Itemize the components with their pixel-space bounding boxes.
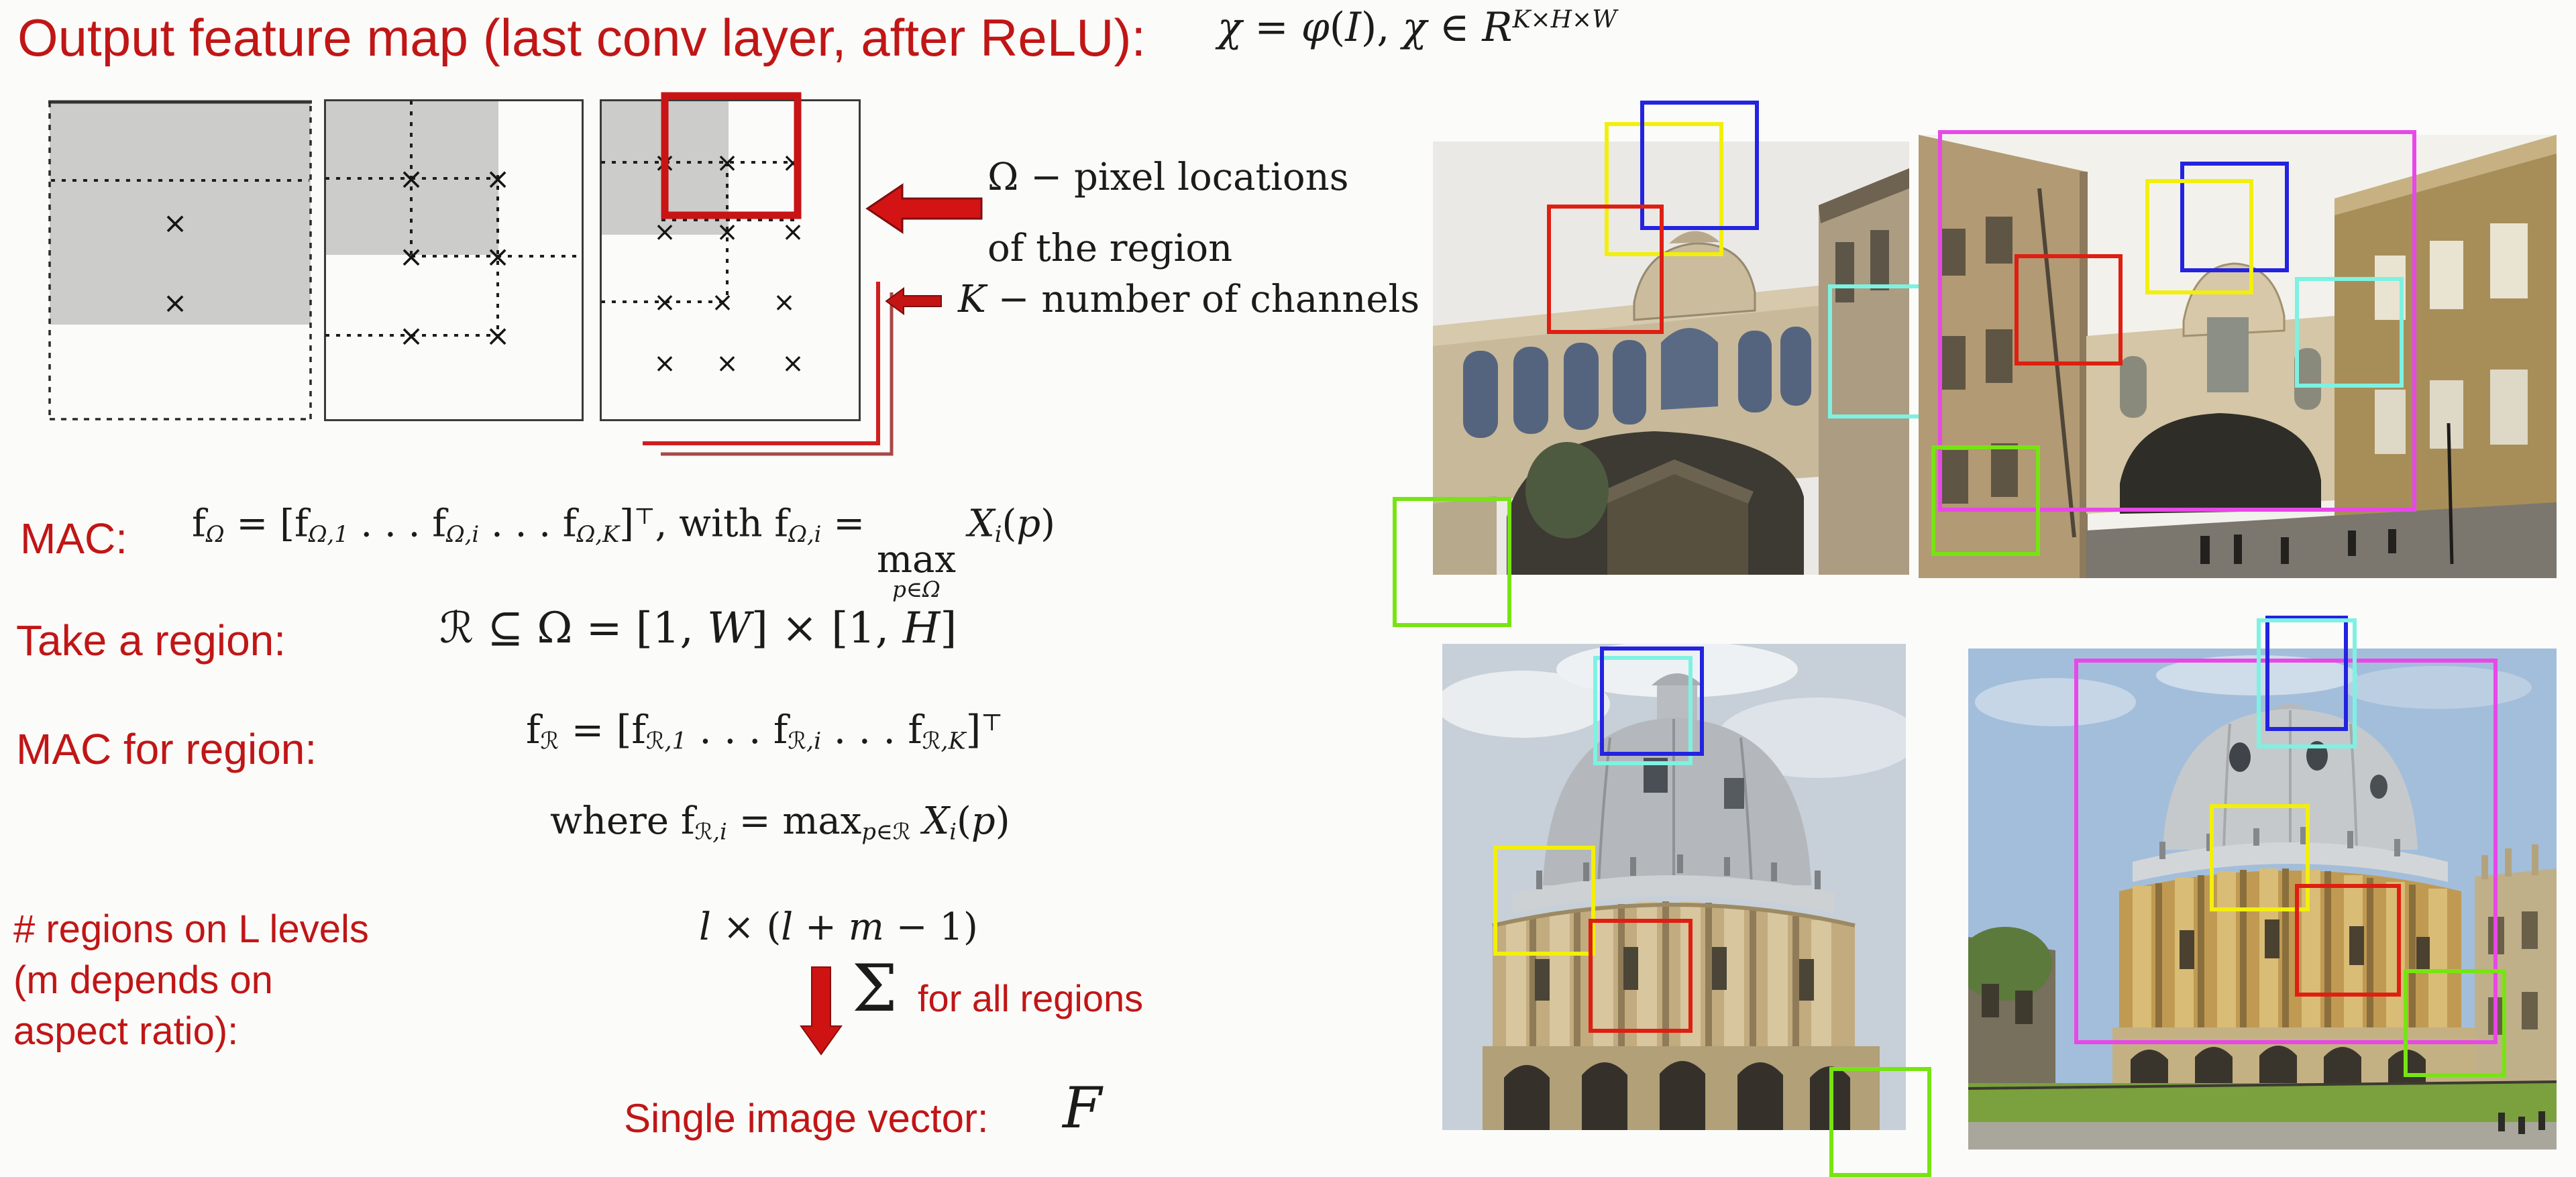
bridge-crop-region-boxes	[1392, 100, 1945, 627]
omega-region-highlight	[661, 92, 802, 219]
region-box-red	[1588, 918, 1693, 1033]
mac-for-region-formula-line1: fℛ = [fℛ,1 . . . fℛ,i . . . fℛ,K]⊤	[526, 707, 1003, 755]
svg-text:×: ×	[782, 217, 804, 247]
region-box-yellow	[1604, 121, 1724, 257]
region-box-blue	[2265, 616, 2348, 732]
region-box-blue	[1640, 100, 1760, 231]
svg-text:×: ×	[399, 239, 424, 274]
sigma-symbol: Σ	[852, 951, 898, 1026]
radcliffe-full-region-boxes	[1968, 616, 2557, 1150]
region-box-red	[1547, 204, 1664, 335]
region-box-green	[1392, 496, 1512, 627]
svg-text:×: ×	[653, 287, 676, 318]
title-formula: χ = φ(I), χ ∈ RK×H×W	[1218, 4, 1617, 51]
mac-for-region-label: MAC for region:	[16, 725, 317, 773]
sigma-caption: for all regions	[918, 977, 1144, 1019]
svg-text:×: ×	[716, 148, 739, 178]
region-box-green	[1931, 445, 2040, 556]
svg-text:×: ×	[399, 162, 424, 196]
region-box-cyan	[2256, 618, 2357, 749]
svg-text:×: ×	[399, 319, 424, 353]
photo-radcliffe-camera-full	[1968, 616, 2557, 1150]
levels-label-line2: (m depends on	[13, 958, 273, 1002]
region-box-yellow	[2209, 803, 2310, 912]
radcliffe-crop-region-boxes	[1442, 644, 1931, 1177]
k-arrow-icon	[885, 287, 942, 315]
gray-activation-region	[50, 101, 311, 325]
region-box-cyan	[2295, 276, 2404, 388]
svg-text:×: ×	[716, 348, 739, 379]
take-region-formula: ℛ ⊆ Ω = [1, W] × [1, H]	[439, 604, 957, 653]
feature-map-panel-1: × ×	[48, 100, 312, 421]
single-vector-symbol: F	[1063, 1075, 1102, 1141]
svg-text:×: ×	[782, 348, 804, 379]
slide-title: Output feature map (last conv layer, aft…	[17, 8, 1146, 67]
mac-for-region-formula-line2: where fℛ,i = maxp∈ℛ Xi(p)	[550, 799, 1010, 845]
levels-label-line3: aspect ratio):	[13, 1009, 239, 1053]
channel-stack-lines	[643, 282, 894, 456]
bridge-full-image	[1919, 135, 2557, 578]
levels-formula: l × (l + m − 1)	[699, 905, 978, 949]
photo-bridge-of-sighs-crop	[1392, 100, 1945, 627]
mac-label: MAC:	[20, 514, 127, 563]
region-box-magenta	[2074, 658, 2498, 1045]
region-box-cyan	[1593, 656, 1693, 766]
photo-radcliffe-camera-crop	[1442, 644, 1931, 1177]
take-region-label: Take a region:	[16, 616, 286, 665]
region-box-blue	[1599, 646, 1705, 756]
svg-text:×: ×	[716, 217, 739, 247]
svg-text:×: ×	[486, 319, 511, 353]
svg-text:×: ×	[163, 206, 188, 240]
region-box-green	[2403, 969, 2507, 1077]
omega-arrow-icon	[865, 183, 983, 234]
svg-text:×: ×	[486, 239, 511, 274]
single-vector-label: Single image vector:	[624, 1096, 989, 1141]
region-box-red	[2014, 254, 2123, 366]
radcliffe-crop-image	[1442, 644, 1906, 1130]
omega-annotation-line2: of the region	[987, 227, 1233, 270]
levels-label-line1: # regions on L levels	[13, 907, 369, 951]
region-box-blue	[2180, 161, 2289, 272]
feature-map-panel-3: ××× ××× ××× ×××	[600, 92, 861, 421]
region-box-yellow	[1493, 845, 1596, 956]
omega-annotation-line1: Ω − pixel locations	[987, 156, 1349, 199]
feature-map-panel-2: × × × × × ×	[324, 99, 584, 421]
svg-text:×: ×	[773, 287, 796, 318]
region-box-red	[2294, 884, 2401, 997]
bridge-full-region-boxes	[1919, 130, 2557, 578]
region-box-green	[1829, 1066, 1931, 1177]
svg-text:×: ×	[711, 287, 734, 318]
svg-text:×: ×	[653, 348, 676, 379]
mac-formula: fΩ = [fΩ,1 . . . fΩ,i . . . fΩ,K]⊤, with…	[192, 502, 1056, 602]
svg-text:×: ×	[653, 217, 676, 247]
svg-text:×: ×	[486, 162, 511, 196]
sum-arrow-icon	[800, 966, 843, 1056]
photo-bridge-of-sighs-full	[1919, 130, 2557, 578]
region-box-yellow	[2145, 179, 2254, 294]
svg-text:×: ×	[163, 286, 188, 320]
region-box-magenta	[1937, 130, 2416, 512]
k-annotation: K − number of channels	[958, 278, 1420, 321]
